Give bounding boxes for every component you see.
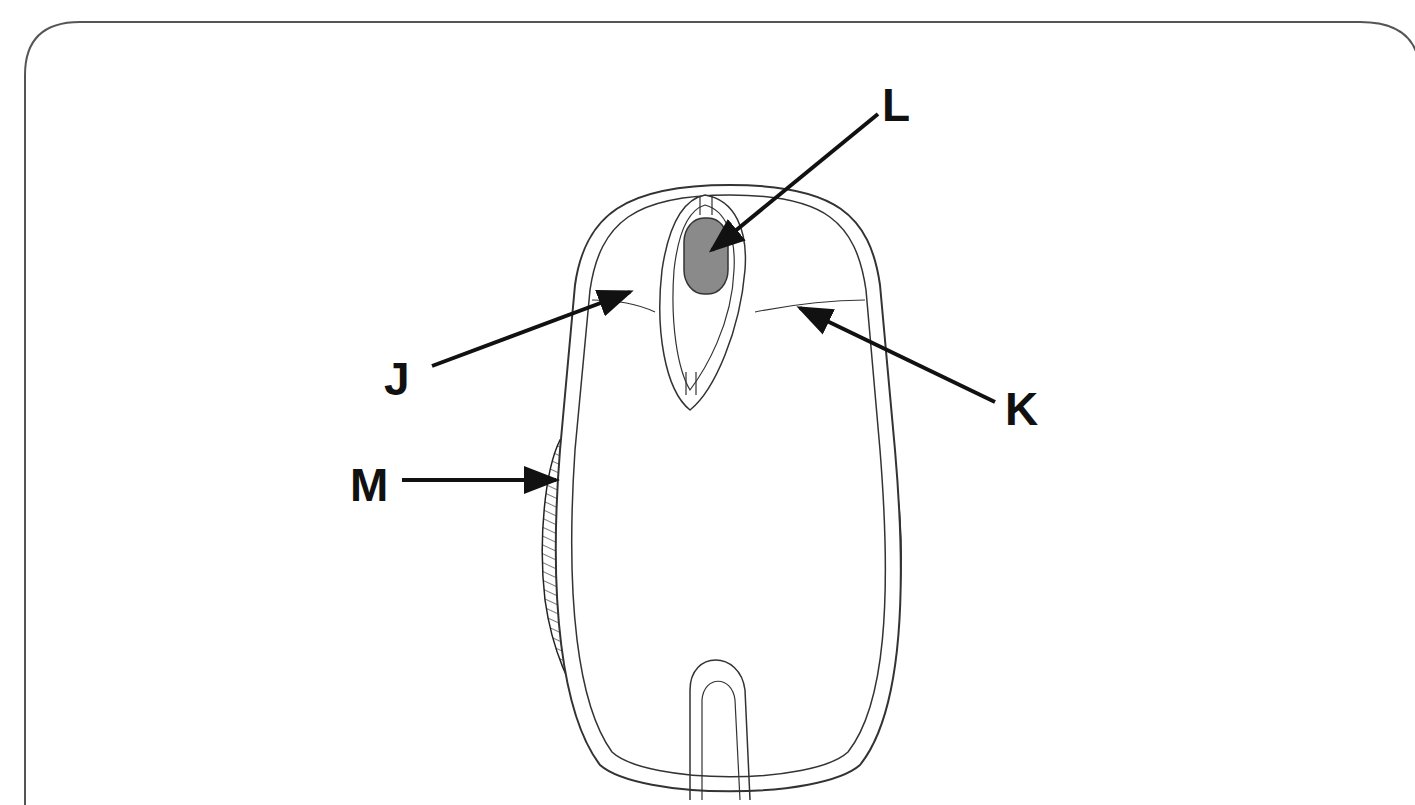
cable-slot-inner bbox=[702, 681, 740, 800]
leader-arrow bbox=[712, 114, 878, 250]
callout-letter: K bbox=[1005, 386, 1038, 432]
cable-slot bbox=[690, 660, 750, 800]
callout-letter: L bbox=[882, 82, 910, 128]
scroll-wheel bbox=[684, 218, 728, 294]
callout-letter: M bbox=[350, 462, 388, 508]
leader-arrow bbox=[800, 308, 995, 402]
leader-arrow bbox=[432, 292, 630, 366]
wheel-channel-inner bbox=[673, 205, 734, 390]
mouse-body bbox=[556, 185, 901, 791]
frame bbox=[25, 22, 1415, 805]
wheel-channel bbox=[660, 195, 746, 410]
leader-arrow bbox=[402, 478, 556, 482]
callout-letter: J bbox=[384, 356, 410, 402]
mouse-body-inner bbox=[572, 195, 886, 777]
